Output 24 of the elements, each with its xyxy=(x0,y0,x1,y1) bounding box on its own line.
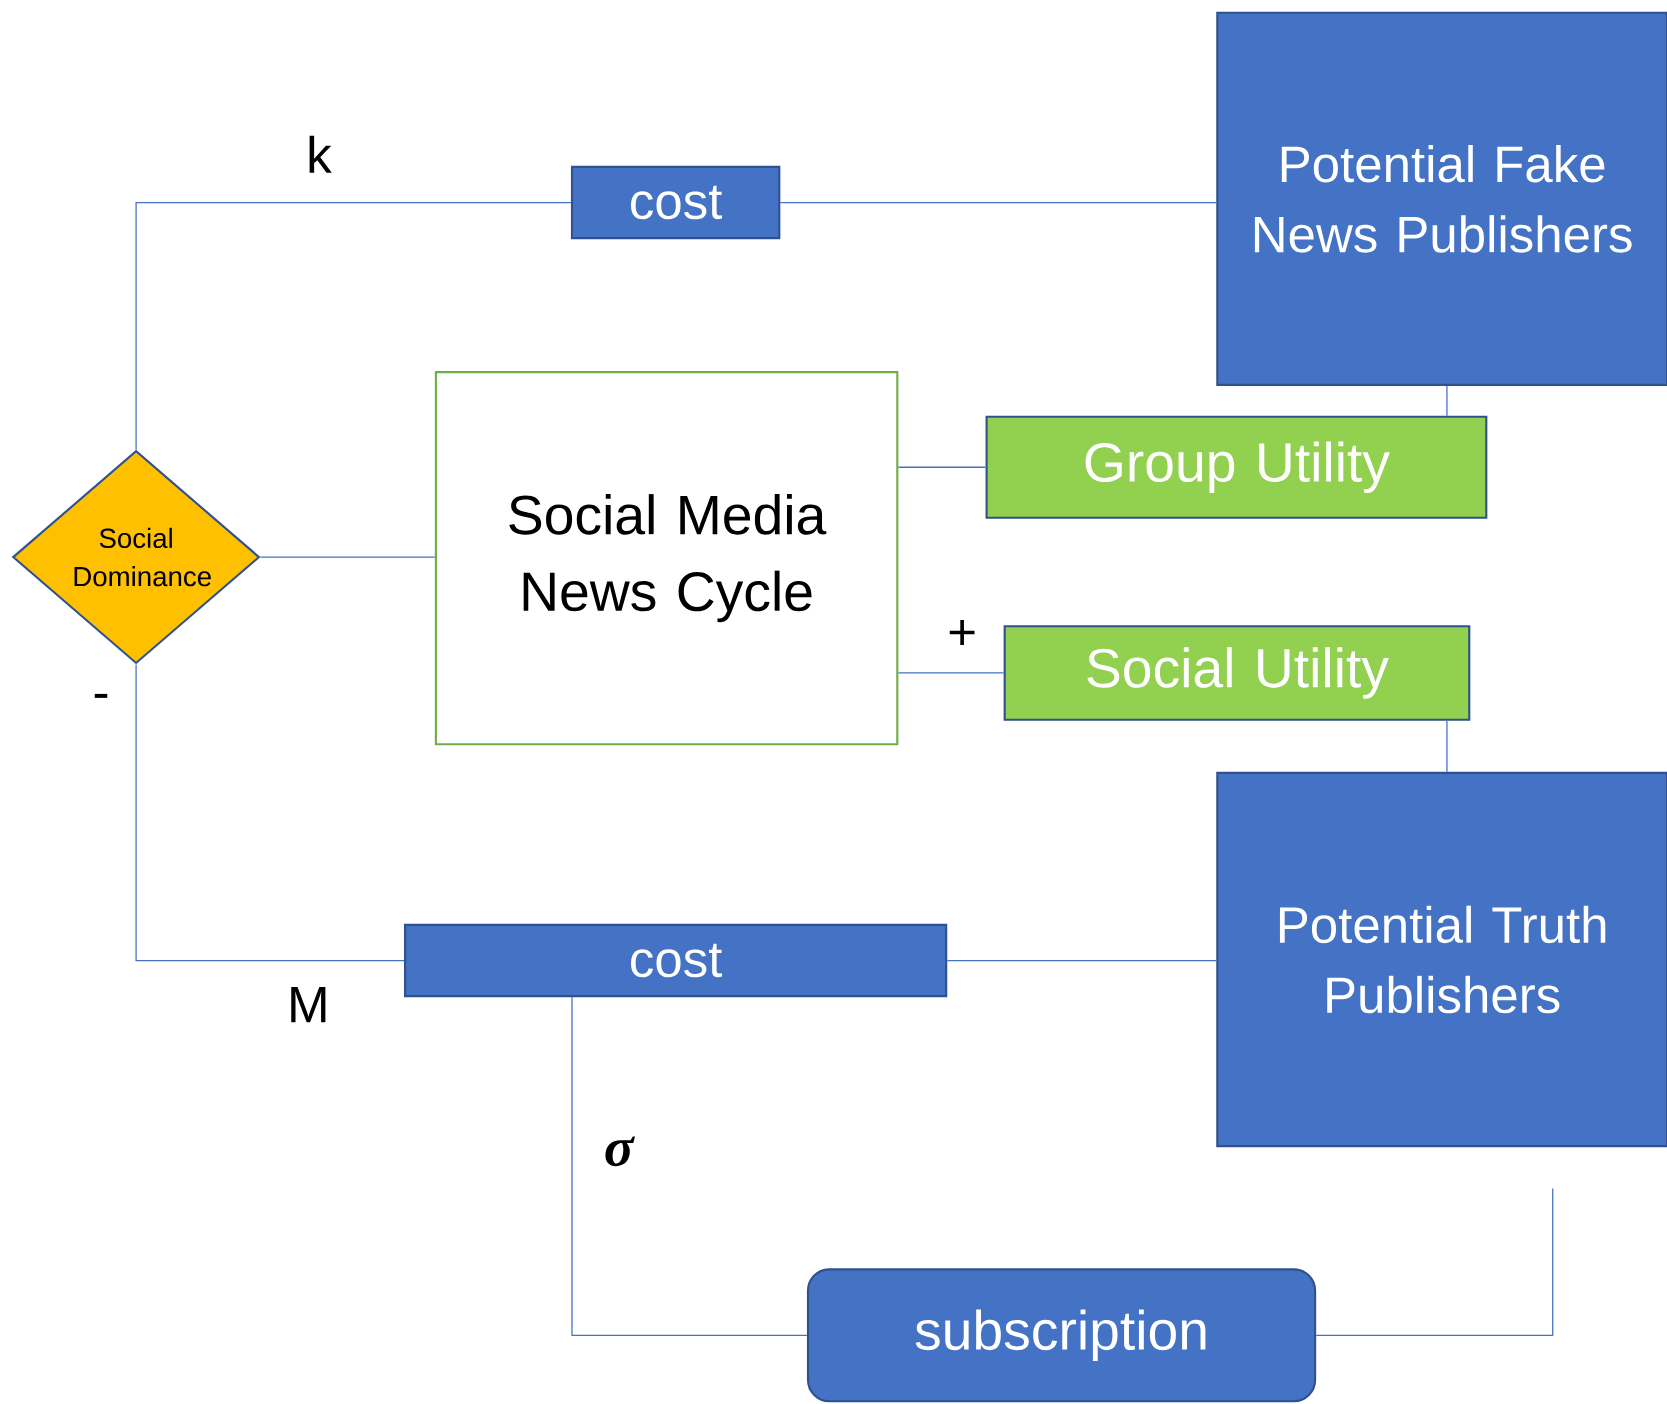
connector-line xyxy=(259,556,436,558)
sign-label: - xyxy=(94,693,108,698)
edge-label: σ xyxy=(605,1136,635,1166)
process-box: Social Media News Cycle xyxy=(434,370,899,746)
connector-line xyxy=(571,996,808,1336)
publisher-box: Potential Truth Publishers xyxy=(1216,771,1667,1147)
utility-box: Social Utility xyxy=(1003,624,1471,721)
cost-box: cost xyxy=(404,923,948,998)
connector-line xyxy=(1446,385,1448,417)
edge-label: + xyxy=(949,619,975,645)
subscription-box: subscription xyxy=(806,1268,1317,1403)
cost-box: cost xyxy=(570,165,781,239)
connector-line xyxy=(897,466,987,468)
connector-line xyxy=(135,201,572,451)
connector-line xyxy=(1315,1187,1554,1336)
connector-line xyxy=(897,672,1005,674)
edge-label: M xyxy=(291,986,326,1023)
connector-line xyxy=(135,663,405,961)
utility-box: Group Utility xyxy=(985,415,1488,519)
connector-line xyxy=(779,201,1217,203)
connector-line xyxy=(946,959,1217,961)
edge-label: k xyxy=(309,135,332,173)
publisher-box: Potential Fake News Publishers xyxy=(1216,11,1667,386)
connector-line xyxy=(1446,720,1448,773)
